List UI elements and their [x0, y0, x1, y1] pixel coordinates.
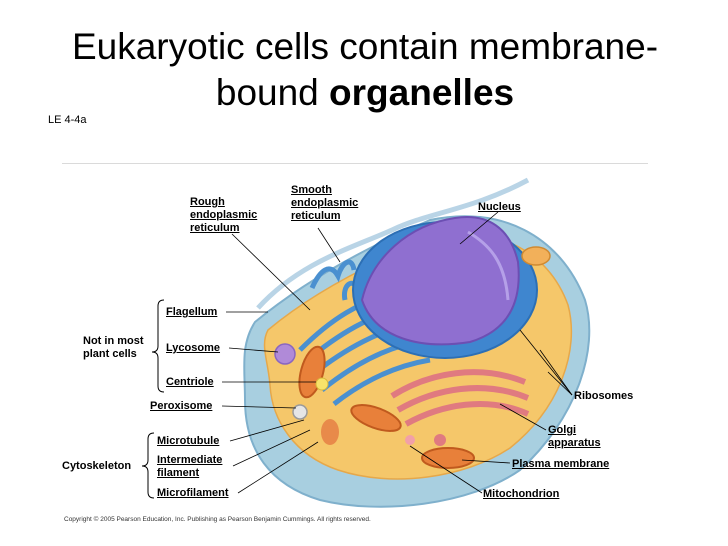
label-lycosome: Lycosome — [166, 342, 221, 354]
label-nucleus: Nucleus — [478, 201, 521, 213]
bracket-not-in-plant-cells — [151, 299, 165, 393]
label-microtubule: Microtubule — [157, 435, 220, 447]
mitochondrion-shape-2 — [350, 404, 402, 432]
label-peroxisome: Peroxisome — [150, 400, 213, 412]
label-mitochondrion: Mitochondrion — [483, 488, 560, 500]
label-centriole: Centriole — [166, 376, 214, 388]
header-divider — [62, 163, 648, 164]
label-ribosomes: Ribosomes — [574, 390, 634, 402]
flagellum-shape — [256, 177, 530, 310]
peroxisome-shape — [292, 404, 308, 420]
leader-lines — [221, 211, 573, 494]
title-line-1: Eukaryotic cells contain membrane- — [71, 26, 659, 67]
golgi-shape — [390, 369, 530, 427]
title-plain: bound — [215, 72, 330, 113]
bracket-cytoskeleton — [141, 432, 155, 499]
label-microfilament: Microfilament — [157, 487, 229, 499]
lycosome-shape — [274, 343, 296, 365]
title-line-2: bound organelles — [20, 70, 710, 116]
label-flagellum: Flagellum — [166, 306, 218, 318]
figure-code: LE 4-4a — [48, 114, 87, 126]
title-bold: organelles — [329, 72, 515, 113]
label-cytoskeleton: Cytoskeleton — [62, 460, 132, 472]
copyright-notice: Copyright © 2005 Pearson Education, Inc.… — [64, 516, 371, 523]
slide-title: Eukaryotic cells contain membrane- bound… — [20, 24, 710, 116]
nucleus-shape — [360, 216, 520, 346]
centriole-shape — [315, 377, 329, 391]
label-plasma-membrane: Plasma membrane — [512, 458, 610, 470]
mitochondrion-shape-3 — [421, 447, 475, 469]
